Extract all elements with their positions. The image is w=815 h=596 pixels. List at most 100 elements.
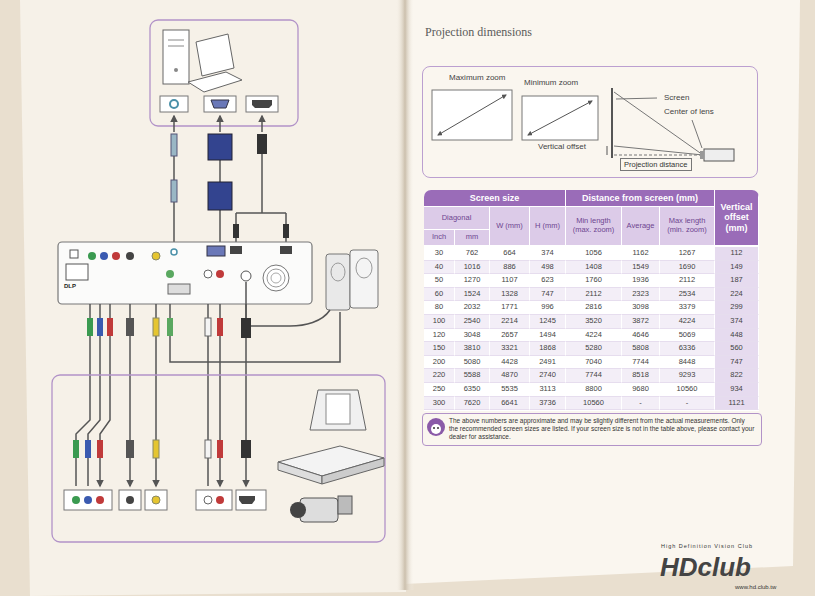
table-cell: 5588: [455, 369, 490, 383]
table-cell: 934: [715, 383, 759, 397]
table-cell: 1245: [530, 315, 566, 329]
table-cell: -: [622, 397, 660, 411]
table-cell: 30: [424, 247, 455, 261]
table-cell: 2740: [530, 369, 566, 383]
table-cell: 40: [424, 261, 455, 275]
table-cell: 7040: [566, 356, 622, 370]
cable-plug: [126, 440, 134, 458]
device-panel: [52, 375, 385, 542]
table-cell: 2816: [566, 301, 622, 315]
projector-rear-panel: [166, 270, 174, 278]
computer-cables: [173, 202, 175, 246]
table-header-cell: Max length (min. zoom): [660, 207, 715, 246]
table-cell: 1267: [660, 247, 715, 261]
table-cell: 2323: [622, 288, 660, 302]
table-cell: 1771: [490, 301, 530, 315]
table-cell: 2540: [455, 315, 490, 329]
data-table: Screen sizeDistance from screen (mm)Vert…: [424, 190, 759, 411]
cable-plug: [171, 180, 177, 202]
table-cell: 5280: [566, 342, 622, 356]
cable-plug: [153, 318, 159, 336]
device-cables: [170, 304, 340, 362]
device-panel: [239, 496, 255, 504]
figure-callout: Screen: [663, 94, 690, 103]
speakers: [326, 254, 350, 310]
right-page: [404, 0, 800, 584]
device-panel: [64, 490, 112, 510]
computer-cables: [261, 116, 263, 132]
projector-rear-panel: [88, 252, 96, 260]
cable-plug: [153, 440, 159, 458]
table-cell: 498: [530, 261, 566, 275]
projector-rear-panel: [100, 252, 108, 260]
computer-panel: [168, 40, 184, 41]
table-cell: 4870: [490, 369, 530, 383]
media-devices: [310, 390, 366, 430]
device-cables: [129, 458, 131, 486]
projector-rear-panel: [58, 242, 312, 304]
table-cell: 3321: [490, 342, 530, 356]
computer-panel: [163, 30, 189, 84]
table-cell: 1524: [455, 288, 490, 302]
table-cell: 6350: [455, 383, 490, 397]
note-mascot-icon: [427, 418, 445, 436]
table-cell: 822: [715, 369, 759, 383]
cable-plug: [126, 318, 134, 336]
dimension-label: Projection distance: [624, 160, 687, 169]
table-cell: 996: [530, 301, 566, 315]
cable-plug: [73, 318, 251, 458]
table-cell: 187: [715, 274, 759, 288]
table-cell: 4646: [622, 329, 660, 343]
table-cell: 149: [715, 261, 759, 275]
media-devices: [322, 458, 384, 484]
table-cell: 10560: [566, 397, 622, 411]
computer-cables: [261, 154, 263, 213]
note-mascot-icon: [427, 418, 445, 436]
table-cell: 5069: [660, 329, 715, 343]
projector-rear-panel: [70, 250, 78, 258]
computer-panel: [150, 20, 298, 126]
table-header-cell: mm: [455, 230, 490, 246]
device-panel: [84, 496, 92, 504]
table-cell: 664: [490, 247, 530, 261]
device-panel: [236, 490, 266, 510]
cable-plug: [171, 134, 177, 156]
device-cables: [245, 458, 247, 486]
note-mascot-icon: [437, 427, 439, 429]
cable-plug: [241, 440, 251, 458]
note-mascot-icon: [431, 424, 441, 434]
device-panel: [96, 496, 104, 504]
device-panel: [152, 496, 160, 504]
projection-figure: [614, 146, 703, 155]
table-cell: 1936: [622, 274, 660, 288]
computer-panel: [211, 100, 229, 108]
table-cell: 560: [715, 342, 759, 356]
table-cell: 8800: [566, 383, 622, 397]
cable-plug: [233, 224, 239, 238]
table-cell: 3736: [530, 397, 566, 411]
table-cell: 762: [455, 247, 490, 261]
table-cell: 224: [715, 288, 759, 302]
table-cell: 3810: [455, 342, 490, 356]
table-cell: 448: [715, 329, 759, 343]
cable-plug: [205, 318, 211, 336]
table-cell: 3113: [530, 383, 566, 397]
projection-figure: [614, 92, 703, 155]
table-cell: 1107: [490, 274, 530, 288]
computer-panel: [204, 96, 236, 112]
projector-rear-panel: [58, 242, 312, 304]
table-header-cell: Diagonal: [424, 207, 490, 230]
speakers: [356, 258, 372, 278]
table-cell: -: [660, 397, 715, 411]
media-devices: [326, 394, 350, 424]
table-cell: 100: [424, 315, 455, 329]
computer-cables: [219, 116, 221, 132]
projector-rear-panel: [171, 249, 177, 255]
projector-rear-panel: [152, 252, 160, 260]
table-cell: 1016: [455, 261, 490, 275]
table-cell: 3520: [566, 315, 622, 329]
table-cell: 886: [490, 261, 530, 275]
cable-plug: [97, 440, 103, 458]
projector-rear-panel: [66, 264, 88, 280]
